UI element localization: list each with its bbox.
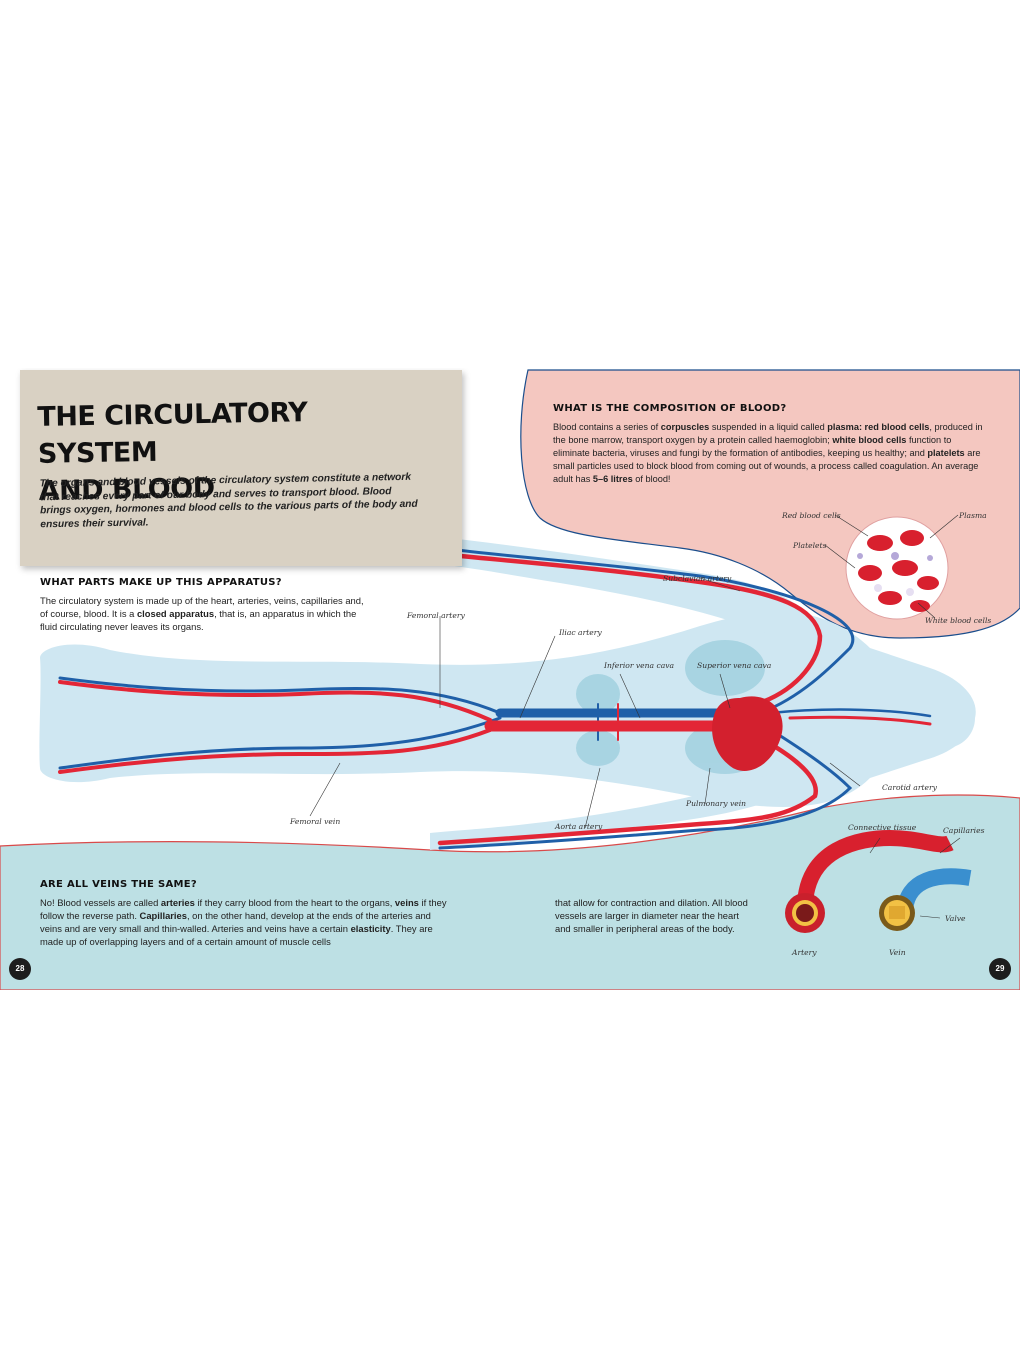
comp-t6: of blood! bbox=[632, 474, 671, 484]
label-artery: Artery bbox=[792, 948, 817, 957]
label-white-blood-cells: White blood cells bbox=[925, 616, 992, 625]
label-connective-tissue: Connective tissue bbox=[848, 823, 917, 832]
page-number-left: 28 bbox=[9, 958, 31, 980]
veins-t5: . They are made up of overlapping layers… bbox=[40, 923, 433, 947]
book-spread: The circulatory system and blood The org… bbox=[0, 368, 1020, 990]
veins-text: No! Blood vessels are called arteries if… bbox=[40, 896, 450, 948]
intro-text: The organs and blood vessels of the circ… bbox=[39, 471, 418, 530]
veins-heading: Are all veins the same? bbox=[40, 879, 197, 890]
composition-heading: What is the composition of blood? bbox=[553, 403, 787, 414]
label-inferior-vena-cava: Inferior vena cava bbox=[604, 661, 675, 670]
title-line-1: The circulatory system bbox=[37, 397, 308, 470]
label-platelets: Platelets bbox=[793, 541, 827, 550]
label-capillaries: Capillaries bbox=[943, 826, 985, 835]
label-pulmonary-vein: Pulmonary vein bbox=[686, 799, 747, 808]
label-femoral-vein: Femoral vein bbox=[290, 817, 341, 826]
veins-b1: arteries bbox=[160, 897, 195, 908]
label-red-blood-cells: Red blood cells bbox=[782, 511, 841, 520]
veins-t4: , on the other hand, develop at the ends… bbox=[40, 910, 431, 934]
parts-text-2: , that is, an apparatus in which the flu… bbox=[40, 608, 357, 632]
label-subclavian-artery: Subclavian artery bbox=[663, 574, 732, 583]
veins-b3: Capillaries bbox=[139, 910, 187, 921]
title-card bbox=[20, 370, 462, 566]
illustration-layer bbox=[0, 369, 1020, 990]
comp-b2: plasma: red blood cells bbox=[827, 422, 930, 432]
comp-b3: white blood cells bbox=[832, 435, 907, 445]
parts-text: The circulatory system is made up of the… bbox=[40, 594, 370, 633]
label-femoral-artery: Femoral artery bbox=[407, 611, 465, 620]
veins-text-col2: that allow for contraction and dilation.… bbox=[555, 897, 748, 934]
heart bbox=[712, 696, 783, 771]
comp-t1: Blood contains a series of bbox=[553, 422, 661, 432]
parts-text-bold: closed apparatus bbox=[136, 608, 215, 619]
comp-b5: 5–6 litres bbox=[592, 474, 633, 484]
comp-b4: platelets bbox=[927, 448, 965, 458]
label-iliac-artery: Iliac artery bbox=[559, 628, 602, 637]
comp-t4: function to eliminate bacteria, viruses … bbox=[553, 435, 952, 458]
blood-cells-diagram bbox=[845, 516, 949, 620]
veins-t3: if they follow the reverse path. bbox=[40, 897, 447, 921]
veins-t2: if they carry blood from the heart to th… bbox=[194, 897, 395, 908]
label-valve: Valve bbox=[945, 914, 966, 923]
arteries bbox=[58, 551, 932, 846]
comp-t3: , produced in the bone marrow, transport… bbox=[553, 422, 983, 445]
label-aorta-artery: Aorta artery bbox=[555, 822, 603, 831]
composition-text: Blood contains a series of corpuscles su… bbox=[553, 421, 983, 486]
vessel-diagram bbox=[785, 829, 972, 933]
comp-b1: corpuscles bbox=[660, 422, 710, 432]
parts-heading: What parts make up this apparatus? bbox=[40, 577, 282, 588]
leader-lines bbox=[309, 514, 961, 919]
teal-band bbox=[0, 794, 1020, 990]
veins-b4: elasticity bbox=[350, 923, 391, 934]
label-superior-vena-cava: Superior vena cava bbox=[697, 661, 772, 670]
veins-b2: veins bbox=[394, 897, 419, 908]
label-vein: Vein bbox=[889, 948, 906, 957]
label-carotid-artery: Carotid artery bbox=[882, 783, 937, 792]
parts-text-1: The circulatory system is made up of the… bbox=[40, 595, 364, 619]
veins-t1: No! Blood vessels are called bbox=[40, 897, 161, 908]
page-number-right: 29 bbox=[989, 958, 1011, 980]
comp-t5: are small particles used to block blood … bbox=[553, 448, 981, 484]
label-plasma: Plasma bbox=[959, 511, 987, 520]
comp-t2: suspended in a liquid called bbox=[709, 422, 828, 432]
